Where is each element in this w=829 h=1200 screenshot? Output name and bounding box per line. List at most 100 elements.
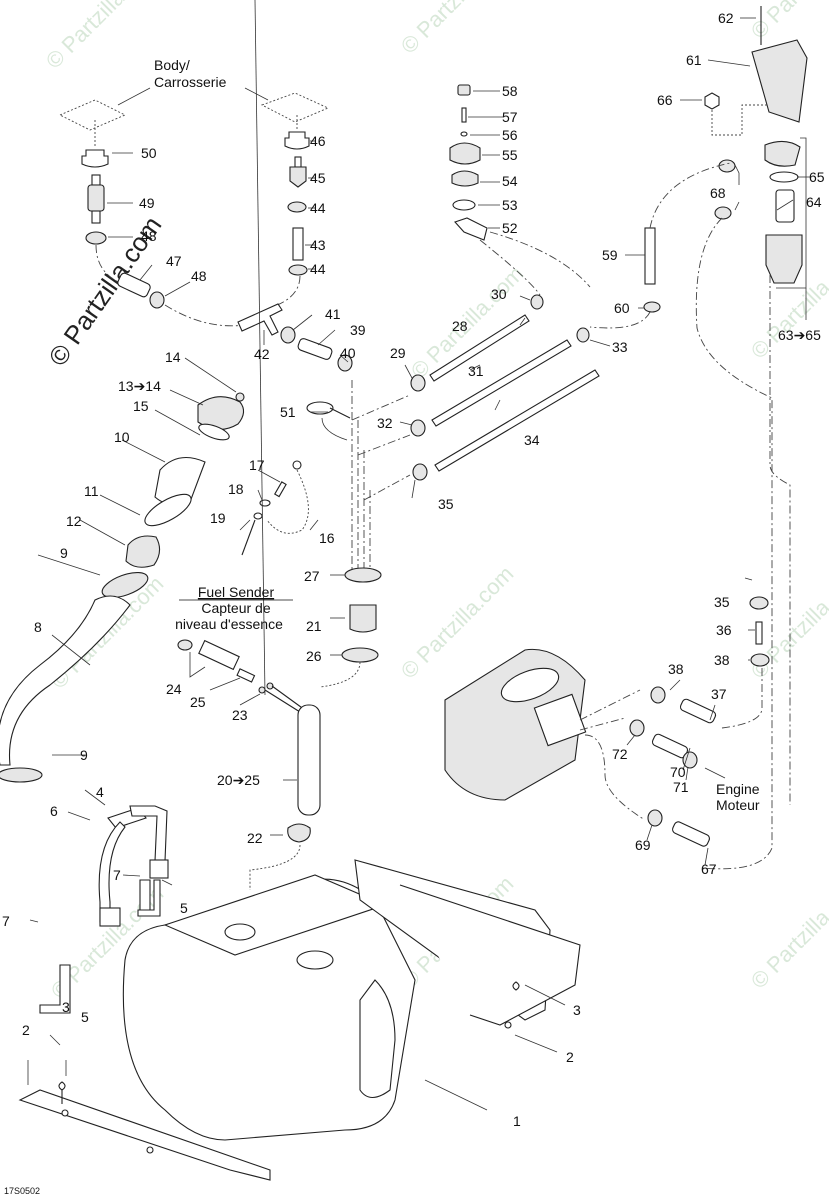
part-label: 47 xyxy=(166,253,182,269)
part-label: 57 xyxy=(502,109,518,125)
hose-bundle xyxy=(306,380,411,688)
part-label: 2 xyxy=(566,1049,574,1065)
part-label: 50 xyxy=(141,145,157,161)
part-label: 71 xyxy=(673,779,689,795)
part-label: 32 xyxy=(377,415,393,431)
part-label: 20➔25 xyxy=(217,772,260,788)
body-callout: Body/ xyxy=(154,57,190,73)
part-label: 23 xyxy=(232,707,248,723)
part-label: 52 xyxy=(502,220,518,236)
part-label: 16 xyxy=(319,530,335,546)
part-label: 58 xyxy=(502,83,518,99)
part-label: 70 xyxy=(670,764,686,780)
body-vent-right xyxy=(237,115,353,372)
leader-lines xyxy=(27,0,810,1111)
part-label: 5 xyxy=(81,1009,89,1025)
part-label: 25 xyxy=(190,694,206,710)
part-label: 11 xyxy=(84,483,99,499)
fuel-sender-assembly xyxy=(177,639,321,890)
engine-callout: Engine xyxy=(716,781,760,797)
fuel-sender-callout-fr2: niveau d'essence xyxy=(175,616,283,632)
filler-neck-assembly xyxy=(0,392,245,783)
part-label: 44 xyxy=(310,200,326,216)
callouts: Body/ Carrosserie Fuel Sender Capteur de… xyxy=(4,57,760,1196)
part-label: 3 xyxy=(573,1002,581,1018)
part-label: 12 xyxy=(66,513,82,529)
part-label: 48 xyxy=(141,228,157,244)
part-label: 38 xyxy=(668,661,684,677)
part-label: 9 xyxy=(60,545,68,561)
part-label: 72 xyxy=(612,746,628,762)
part-label: 31 xyxy=(468,363,484,379)
part-label: 53 xyxy=(502,197,518,213)
part-label: 1 xyxy=(513,1113,521,1129)
part-label: 37 xyxy=(711,686,727,702)
part-label: 24 xyxy=(166,681,182,697)
fuel-filter-assembly xyxy=(589,6,808,870)
part-label: 56 xyxy=(502,127,518,143)
watermark: © Partzilla.com xyxy=(746,0,829,44)
part-label: 63➔65 xyxy=(778,327,821,343)
part-label: 10 xyxy=(114,429,130,445)
part-label: 29 xyxy=(390,345,406,361)
part-label: 21 xyxy=(306,618,322,634)
part-label: 8 xyxy=(34,619,42,635)
part-label: 9 xyxy=(80,747,88,763)
part-label: 46 xyxy=(310,133,326,149)
fuel-valve-stack xyxy=(449,84,591,296)
part-label: 4 xyxy=(96,784,104,800)
part-label: 43 xyxy=(310,237,326,253)
fuel-sender-callout-fr1: Capteur de xyxy=(201,600,270,616)
part-label: 28 xyxy=(452,318,468,334)
part-label: 67 xyxy=(701,861,717,877)
part-label: 35 xyxy=(438,496,454,512)
part-label: 15 xyxy=(133,398,149,414)
engine-callout-fr: Moteur xyxy=(716,797,760,813)
part-label: 30 xyxy=(491,286,507,302)
watermark: © Partzilla.com xyxy=(41,0,164,74)
part-label: 66 xyxy=(657,92,673,108)
part-label: 65 xyxy=(809,169,825,185)
part-label: 26 xyxy=(306,648,322,664)
part-label: 59 xyxy=(602,247,618,263)
watermark: © Partzilla.com xyxy=(396,0,519,59)
part-label: 2 xyxy=(22,1022,30,1038)
part-label: 69 xyxy=(635,837,651,853)
part-label: 40 xyxy=(340,345,356,361)
drawing-code: 17S0502 xyxy=(4,1186,40,1196)
body-callout-fr: Carrosserie xyxy=(154,74,227,90)
carburetor xyxy=(444,596,770,847)
part-label: 44 xyxy=(310,261,326,277)
part-label: 7 xyxy=(2,913,10,929)
part-label: 62 xyxy=(718,10,734,26)
part-label: 18 xyxy=(228,481,244,497)
part-label: 49 xyxy=(139,195,155,211)
part-label: 48 xyxy=(191,268,207,284)
part-label: 33 xyxy=(612,339,628,355)
part-label: 27 xyxy=(304,568,320,584)
part-label: 42 xyxy=(254,346,270,362)
part-labels: 1 2 2 3 3 4 5 5 6 7 7 8 9 9 10 11 12 13➔… xyxy=(2,10,825,1129)
fuel-sender-callout: Fuel Sender xyxy=(198,584,275,600)
part-label: 13➔14 xyxy=(118,378,161,394)
part-label: 68 xyxy=(710,185,726,201)
part-label: 34 xyxy=(524,432,540,448)
part-label: 39 xyxy=(350,322,366,338)
part-label: 22 xyxy=(247,830,263,846)
cap-chain xyxy=(241,460,309,556)
body-vent-left xyxy=(58,87,330,327)
part-label: 41 xyxy=(325,306,341,322)
part-label: 17 xyxy=(249,457,265,473)
part-label: 64 xyxy=(806,194,822,210)
part-label: 61 xyxy=(686,52,702,68)
part-label: 55 xyxy=(502,147,518,163)
part-label: 60 xyxy=(614,300,630,316)
part-label: 19 xyxy=(210,510,226,526)
part-label: 7 xyxy=(113,867,121,883)
part-label: 38 xyxy=(714,652,730,668)
part-label: 6 xyxy=(50,803,58,819)
fuel-hoses xyxy=(410,294,600,481)
part-label: 3 xyxy=(62,999,70,1015)
part-label: 54 xyxy=(502,173,518,189)
